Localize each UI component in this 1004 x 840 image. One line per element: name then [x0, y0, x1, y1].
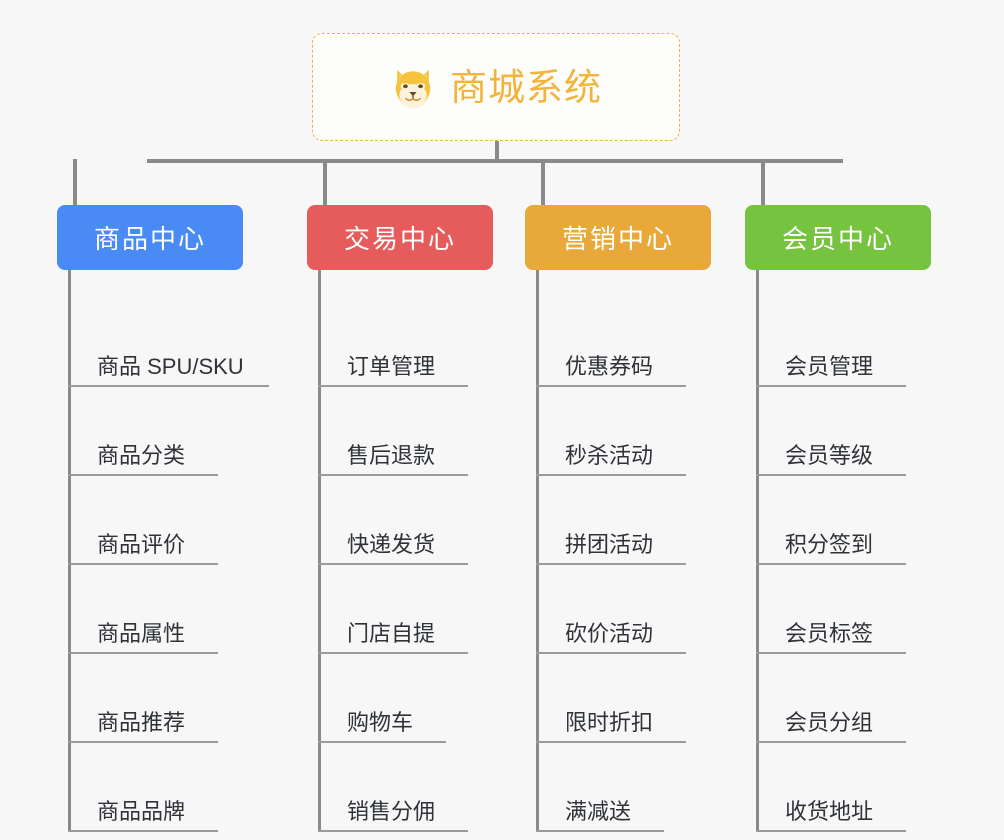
leaf-item[interactable]: 商品品牌: [57, 743, 243, 832]
leaf-item-underline: [68, 741, 218, 743]
root-title: 商城系统: [450, 66, 602, 108]
leaf-item[interactable]: 销售分佣: [307, 743, 493, 832]
leaf-item-label: 商品分类: [97, 443, 186, 468]
leaf-item-label: 商品 SPU/SKU: [97, 354, 244, 379]
connector-drop: [323, 159, 327, 205]
branch-header[interactable]: 会员中心: [745, 205, 931, 270]
leaf-item[interactable]: 商品分类: [57, 387, 243, 476]
leaf-item-underline: [318, 830, 468, 832]
leaf-item-label: 商品属性: [97, 621, 186, 646]
leaf-item-underline: [756, 652, 906, 654]
leaf-item[interactable]: 购物车: [307, 654, 493, 743]
branch-column-4: 会员中心会员管理会员等级积分签到会员标签会员分组收货地址: [745, 205, 931, 832]
leaf-item-label: 会员等级: [785, 443, 874, 468]
branch-header[interactable]: 商品中心: [57, 205, 243, 270]
leaf-item-label: 砍价活动: [565, 621, 654, 646]
leaf-item[interactable]: 商品 SPU/SKU: [57, 298, 269, 387]
leaf-item[interactable]: 会员等级: [745, 387, 931, 476]
leaf-item-label: 销售分佣: [347, 799, 436, 824]
shiba-inu-icon: [395, 69, 431, 109]
leaf-item-underline: [756, 474, 906, 476]
leaf-item[interactable]: 售后退款: [307, 387, 493, 476]
leaf-item[interactable]: 商品评价: [57, 476, 243, 565]
leaf-item-label: 秒杀活动: [565, 443, 654, 468]
leaf-item-label: 限时折扣: [565, 710, 654, 735]
leaf-item-label: 订单管理: [347, 354, 436, 379]
leaf-item[interactable]: 订单管理: [307, 298, 493, 387]
leaf-item-underline: [318, 652, 468, 654]
leaf-item[interactable]: 门店自提: [307, 565, 493, 654]
branch-trunk-line: [756, 270, 759, 832]
leaf-item[interactable]: 会员分组: [745, 654, 931, 743]
leaf-item[interactable]: 收货地址: [745, 743, 931, 832]
leaf-item-underline: [756, 830, 906, 832]
leaf-item[interactable]: 砍价活动: [525, 565, 711, 654]
leaf-item-underline: [756, 385, 906, 387]
branch-trunk-line: [68, 270, 71, 832]
leaf-item[interactable]: 积分签到: [745, 476, 931, 565]
leaf-item-underline: [318, 741, 446, 743]
leaf-item-label: 会员标签: [785, 621, 874, 646]
leaf-item-label: 会员分组: [785, 710, 874, 735]
leaf-item-underline: [756, 741, 906, 743]
leaf-item-underline: [68, 385, 269, 387]
leaf-item[interactable]: 限时折扣: [525, 654, 711, 743]
branch-items: 订单管理售后退款快递发货门店自提购物车销售分佣: [307, 270, 493, 832]
leaf-item[interactable]: 秒杀活动: [525, 387, 711, 476]
leaf-item-underline: [318, 385, 468, 387]
leaf-item-underline: [756, 563, 906, 565]
leaf-item-underline: [68, 563, 218, 565]
leaf-item[interactable]: 会员管理: [745, 298, 931, 387]
leaf-item-label: 满减送: [565, 799, 632, 824]
branch-header[interactable]: 营销中心: [525, 205, 711, 270]
leaf-item-label: 收货地址: [785, 799, 874, 824]
branch-column-3: 营销中心优惠券码秒杀活动拼团活动砍价活动限时折扣满减送: [525, 205, 711, 832]
leaf-item-label: 会员管理: [785, 354, 874, 379]
leaf-item[interactable]: 满减送: [525, 743, 711, 832]
connector-drop: [73, 159, 77, 205]
leaf-item[interactable]: 商品属性: [57, 565, 243, 654]
leaf-item-underline: [68, 474, 218, 476]
leaf-item-underline: [536, 830, 664, 832]
leaf-item[interactable]: 优惠券码: [525, 298, 711, 387]
leaf-item-underline: [318, 563, 468, 565]
branch-header[interactable]: 交易中心: [307, 205, 493, 270]
leaf-item-underline: [536, 385, 686, 387]
connector-drop: [761, 159, 765, 205]
leaf-item-label: 购物车: [347, 710, 414, 735]
connector-drop: [541, 159, 545, 205]
leaf-item[interactable]: 商品推荐: [57, 654, 243, 743]
leaf-item[interactable]: 拼团活动: [525, 476, 711, 565]
branch-items: 优惠券码秒杀活动拼团活动砍价活动限时折扣满减送: [525, 270, 711, 832]
leaf-item-label: 优惠券码: [565, 354, 654, 379]
leaf-item-label: 商品品牌: [97, 799, 186, 824]
root-node[interactable]: 商城系统: [312, 33, 680, 141]
leaf-item-underline: [536, 474, 686, 476]
leaf-item-underline: [536, 741, 686, 743]
connector-stem: [495, 141, 499, 161]
leaf-item-label: 快递发货: [347, 532, 436, 557]
connector-bus: [147, 159, 843, 163]
branch-column-2: 交易中心订单管理售后退款快递发货门店自提购物车销售分佣: [307, 205, 493, 832]
leaf-item-underline: [68, 830, 218, 832]
branch-trunk-line: [536, 270, 539, 832]
branch-items: 会员管理会员等级积分签到会员标签会员分组收货地址: [745, 270, 931, 832]
leaf-item-underline: [536, 563, 686, 565]
leaf-item-label: 积分签到: [785, 532, 874, 557]
leaf-item[interactable]: 会员标签: [745, 565, 931, 654]
leaf-item-underline: [318, 474, 468, 476]
branch-items: 商品 SPU/SKU 商品分类商品评价商品属性商品推荐商品品牌: [57, 270, 269, 832]
leaf-item[interactable]: 快递发货: [307, 476, 493, 565]
leaf-item-label: 拼团活动: [565, 532, 654, 557]
branch-column-1: 商品中心商品 SPU/SKU 商品分类商品评价商品属性商品推荐商品品牌: [57, 205, 269, 832]
leaf-item-label: 商品评价: [97, 532, 186, 557]
leaf-item-label: 门店自提: [347, 621, 436, 646]
leaf-item-label: 售后退款: [347, 443, 436, 468]
leaf-item-label: 商品推荐: [97, 710, 186, 735]
leaf-item-underline: [68, 652, 218, 654]
branch-trunk-line: [318, 270, 321, 832]
leaf-item-underline: [536, 652, 686, 654]
